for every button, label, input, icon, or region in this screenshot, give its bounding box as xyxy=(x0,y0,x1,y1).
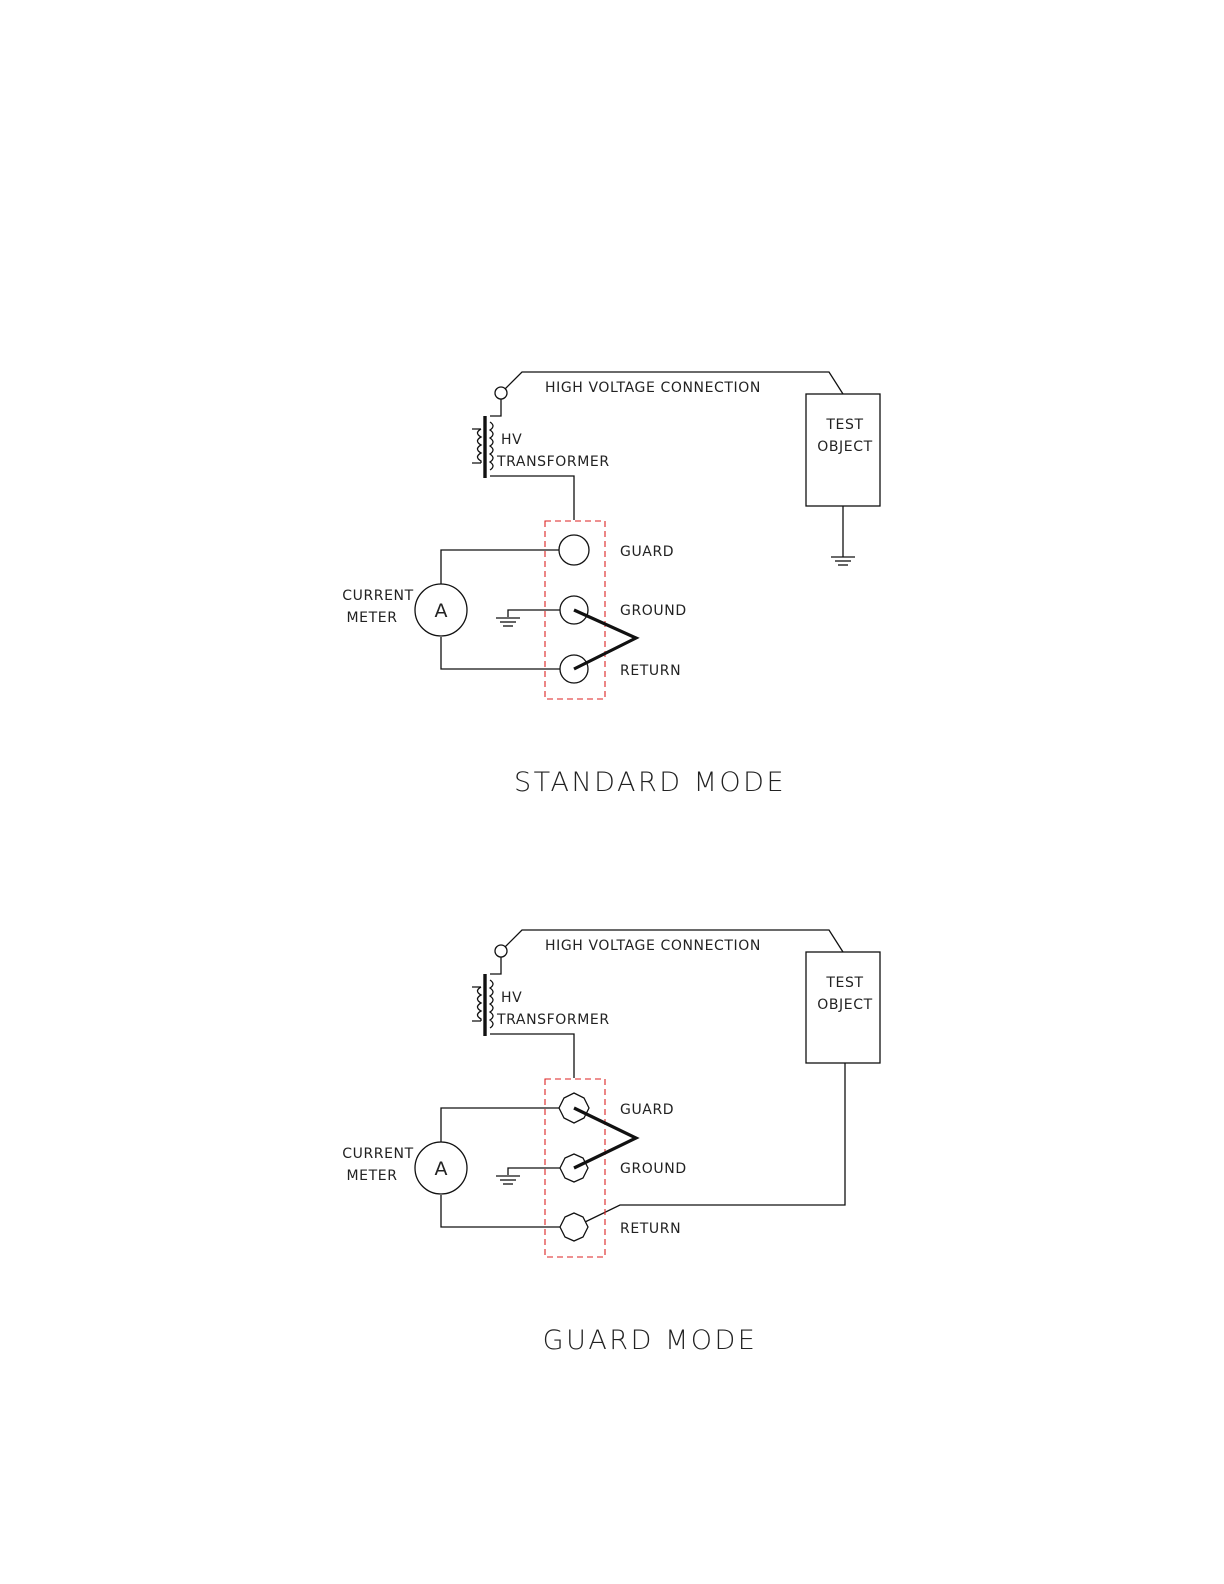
hv-connection-label: HIGH VOLTAGE CONNECTION xyxy=(545,380,761,396)
standard-mode-caption: STANDARD MODE xyxy=(514,767,786,798)
test-object-label-line1: TEST xyxy=(825,417,863,433)
transformer-label: TRANSFORMER xyxy=(496,1012,610,1028)
chassis-ground-icon xyxy=(496,1176,520,1184)
current-meter-label-line2: METER xyxy=(346,1168,397,1184)
ground-terminal-lead xyxy=(508,1168,560,1175)
return-terminal xyxy=(560,1213,588,1241)
hv-connection-label: HIGH VOLTAGE CONNECTION xyxy=(545,938,761,954)
guard-label: GUARD xyxy=(620,544,674,560)
meter-guard-wire xyxy=(441,1108,559,1142)
hv-label: HV xyxy=(501,432,522,448)
ground-terminal-lead xyxy=(508,610,560,617)
meter-return-wire xyxy=(441,1195,560,1227)
guard-terminal xyxy=(559,535,589,565)
ammeter-letter: A xyxy=(435,600,448,622)
guard-mode-diagram: HIGH VOLTAGE CONNECTION HV TRANSFORMER T… xyxy=(342,930,880,1356)
meter-guard-wire xyxy=(441,550,559,584)
hv-label: HV xyxy=(501,990,522,1006)
test-object-label-line2: OBJECT xyxy=(817,439,873,455)
return-label: RETURN xyxy=(620,663,681,679)
ammeter-letter: A xyxy=(435,1158,448,1180)
test-object-label-line2: OBJECT xyxy=(817,997,873,1013)
earth-ground-icon xyxy=(831,557,855,565)
transformer-label: TRANSFORMER xyxy=(496,454,610,470)
test-object-label-line1: TEST xyxy=(825,975,863,991)
ground-label: GROUND xyxy=(620,603,687,619)
meter-return-wire xyxy=(441,637,560,669)
current-meter-label-line1: CURRENT xyxy=(342,1146,414,1162)
ground-label: GROUND xyxy=(620,1161,687,1177)
standard-mode-diagram: HIGH VOLTAGE CONNECTION HV TRANSFORMER T… xyxy=(342,372,880,798)
current-meter-label-line1: CURRENT xyxy=(342,588,414,604)
guard-label: GUARD xyxy=(620,1102,674,1118)
chassis-ground-icon xyxy=(496,618,520,626)
current-meter-label-line2: METER xyxy=(346,610,397,626)
return-label: RETURN xyxy=(620,1221,681,1237)
guard-mode-caption: GUARD MODE xyxy=(543,1325,758,1356)
